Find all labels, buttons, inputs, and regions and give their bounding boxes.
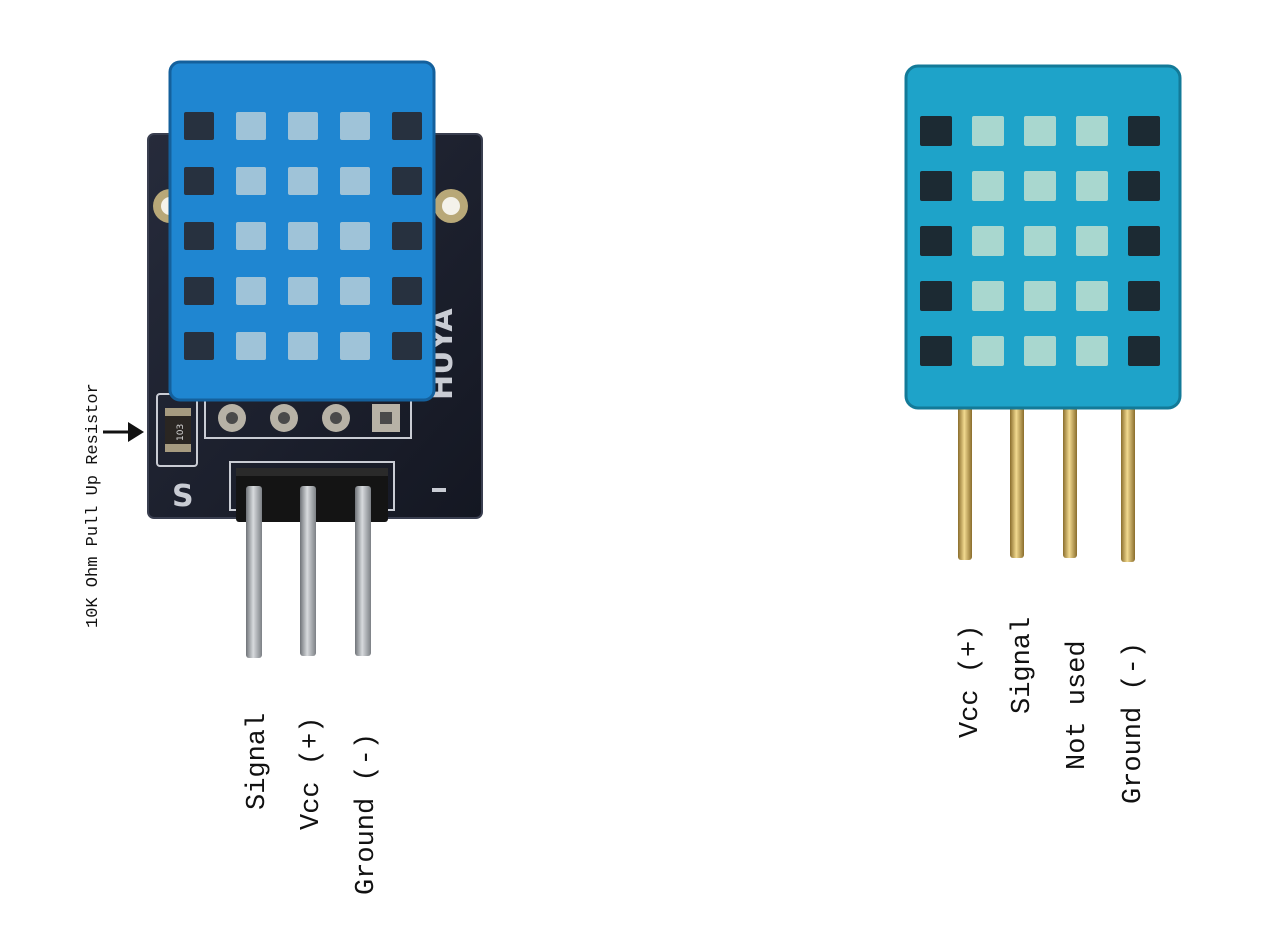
vent-hole [392,277,422,305]
vent-hole [1076,336,1108,366]
dht11-module: HUYA S 103 [147,60,483,658]
vent-hole [392,332,422,360]
vent-hole [1128,116,1160,146]
vent-hole [1128,226,1160,256]
module-label-vcc: Vcc (+) [297,717,327,830]
vent-hole [184,167,214,195]
vent-hole [1076,281,1108,311]
resistor-marking: 103 [176,424,186,441]
module-label-ground: Ground (-) [352,733,382,895]
vent-hole [1128,171,1160,201]
vent-hole [1076,226,1108,256]
vent-hole [288,277,318,305]
pcb-s-marking: S [172,479,194,514]
vent-hole [340,277,370,305]
resistor-annotation: 10K Ohm Pull Up Resistor [84,383,144,628]
bare-label-ground: Ground (-) [1119,642,1149,804]
vent-hole [288,332,318,360]
vent-hole [184,112,214,140]
vent-hole [972,336,1004,366]
vent-hole [1128,281,1160,311]
bare-pin-vcc [958,400,972,560]
vent-hole [920,171,952,201]
vent-hole [392,112,422,140]
module-pin-vcc [300,486,316,656]
vent-hole [392,222,422,250]
vent-hole [1024,171,1056,201]
vent-hole [184,332,214,360]
vent-hole [1024,336,1056,366]
vent-hole [1024,116,1056,146]
vent-hole [972,116,1004,146]
bare-label-signal: Signal [1008,617,1038,714]
vent-hole [920,116,952,146]
sensor-housing [168,60,436,402]
dht11-bare-sensor [904,64,1182,562]
vent-hole [236,277,266,305]
bare-label-not-used: Not used [1063,640,1093,770]
vent-hole [184,277,214,305]
vent-hole [1076,116,1108,146]
vent-hole [340,222,370,250]
vent-hole [972,171,1004,201]
arrow-head-icon [128,422,144,442]
vent-hole [236,222,266,250]
vent-hole [288,167,318,195]
bare-pin-not-used [1063,400,1077,558]
vent-hole [972,226,1004,256]
vent-hole [288,112,318,140]
vent-hole [392,167,422,195]
vent-hole [184,222,214,250]
vent-hole [920,336,952,366]
vent-hole [1128,336,1160,366]
vent-hole [1024,226,1056,256]
vent-hole [972,281,1004,311]
module-pin-signal [246,486,262,658]
bare-pin-signal [1010,400,1024,558]
module-pin-ground [355,486,371,656]
vent-hole [340,167,370,195]
bare-label-vcc: Vcc (+) [956,625,986,738]
resistor-label: 10K Ohm Pull Up Resistor [84,383,103,628]
vent-hole [340,112,370,140]
vent-hole [236,112,266,140]
bare-pin-ground [1121,400,1135,562]
vent-hole [920,281,952,311]
module-label-signal: Signal [243,713,273,810]
vent-hole [340,332,370,360]
bare-sensor-housing [904,64,1182,410]
vent-hole [1024,281,1056,311]
vent-hole [920,226,952,256]
vent-hole [288,222,318,250]
vent-hole [236,167,266,195]
vent-hole [236,332,266,360]
vent-hole [1076,171,1108,201]
